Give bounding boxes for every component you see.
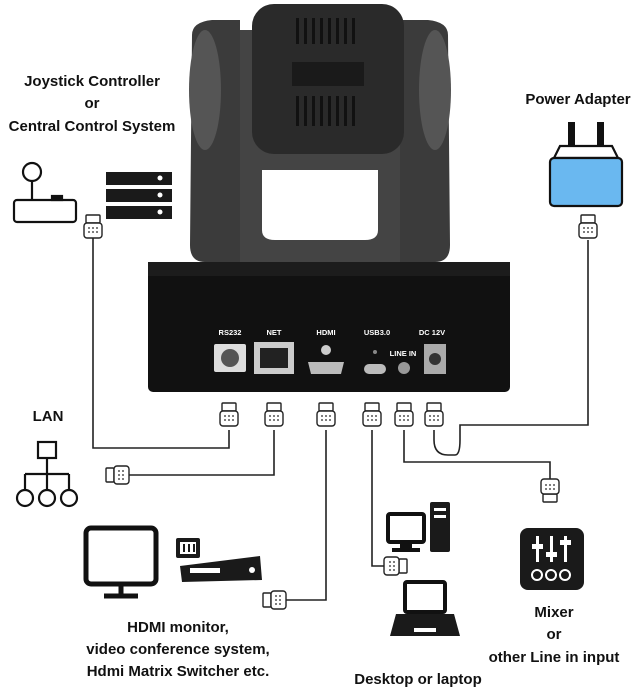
cable-rs232 bbox=[92, 236, 230, 449]
camera bbox=[189, 4, 451, 262]
mixer-label-line2: or bbox=[547, 626, 562, 643]
power-adapter-icon bbox=[548, 122, 624, 208]
port-label-linein: LINE IN bbox=[390, 349, 417, 358]
hdmi-label-line3: Hdmi Matrix Switcher etc. bbox=[87, 663, 270, 680]
mixer-label-line1: Mixer bbox=[534, 604, 573, 621]
hdmi-label-line1: HDMI monitor, bbox=[127, 619, 229, 636]
cable-line-in bbox=[403, 430, 551, 486]
switcher-icon bbox=[176, 538, 262, 582]
port-label-net: NET bbox=[267, 328, 282, 337]
connector-icon bbox=[578, 214, 598, 239]
cable-power bbox=[433, 240, 589, 456]
port-label-rs232: RS232 bbox=[219, 328, 242, 337]
mixer-label-line3: other Line in input bbox=[489, 649, 620, 666]
desktop-label: Desktop or laptop bbox=[354, 671, 482, 688]
connector-icon bbox=[316, 402, 336, 427]
line-in-port bbox=[398, 362, 410, 374]
power-adapter-label: Power Adapter bbox=[525, 91, 630, 108]
joystick-label-line3: Central Control System bbox=[9, 118, 176, 135]
rs232-port bbox=[214, 344, 246, 372]
connector-icon bbox=[383, 556, 408, 576]
connector-icon bbox=[262, 590, 287, 610]
dc-port bbox=[424, 344, 446, 374]
cable-net bbox=[126, 430, 275, 476]
desktop-icon bbox=[386, 502, 450, 552]
port-label-usb: USB3.0 bbox=[364, 328, 390, 337]
connector-icon bbox=[424, 402, 444, 427]
hdmi-label-line2: video conference system, bbox=[86, 641, 269, 658]
connector-icon bbox=[264, 402, 284, 427]
connector-icon bbox=[394, 402, 414, 427]
joystick-icon bbox=[12, 161, 78, 224]
server-icon bbox=[106, 172, 172, 219]
lan-label: LAN bbox=[33, 408, 64, 425]
net-port bbox=[254, 342, 294, 374]
cable-hdmi bbox=[282, 430, 327, 601]
connector-icon bbox=[83, 214, 103, 239]
port-label-dc: DC 12V bbox=[419, 328, 445, 337]
joystick-label-line1: Joystick Controller bbox=[24, 73, 160, 90]
hdmi-port bbox=[308, 345, 344, 374]
laptop-icon bbox=[390, 580, 460, 636]
connector-icon bbox=[540, 478, 560, 503]
port-label-hdmi: HDMI bbox=[316, 328, 335, 337]
mixer-icon bbox=[520, 528, 584, 590]
monitor-icon bbox=[83, 525, 159, 599]
usb-port bbox=[364, 350, 386, 374]
cable-usb bbox=[371, 430, 390, 567]
connector-icon bbox=[219, 402, 239, 427]
connector-icon bbox=[105, 465, 130, 485]
network-icon bbox=[15, 440, 79, 508]
joystick-label-line2: or bbox=[85, 95, 100, 112]
connector-icon bbox=[362, 402, 382, 427]
